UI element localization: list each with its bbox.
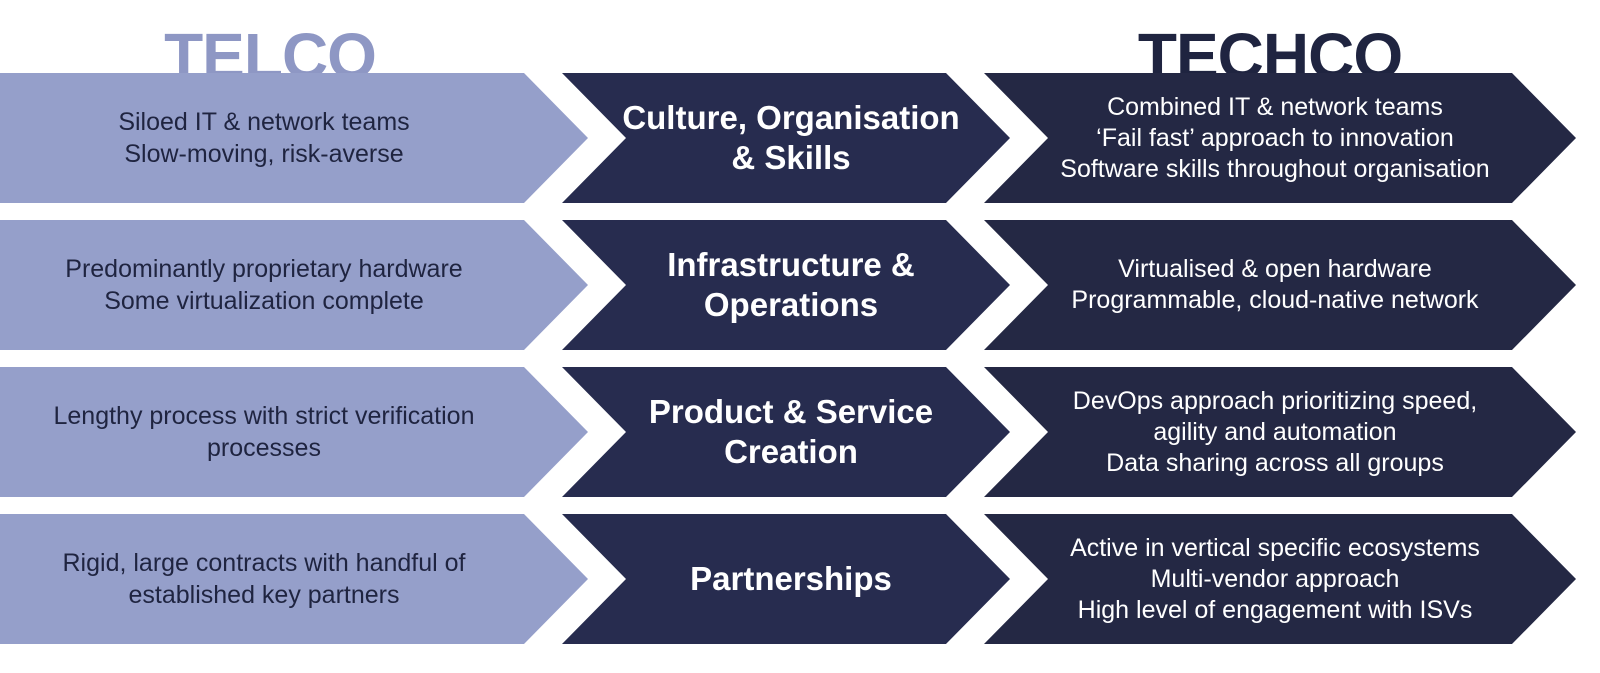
telco-line: Lengthy process with strict verification — [53, 402, 475, 430]
category-line: Product & Service — [648, 393, 934, 430]
telco-description: Lengthy process with strict verification… — [53, 400, 474, 464]
telco-line: Siloed IT & network teams — [118, 108, 410, 136]
techco-description: DevOps approach prioritizing speed, agil… — [1073, 386, 1477, 479]
telco-line: Predominantly proprietary hardware — [65, 255, 463, 283]
category-line: Culture, Organisation — [622, 99, 960, 136]
row-infrastructure: Predominantly proprietary hardware Some … — [0, 220, 1600, 350]
telco-line: Slow-moving, risk-averse — [124, 140, 404, 168]
category-chevron: Infrastructure & Operations — [562, 220, 1010, 350]
telco-line: Some virtualization complete — [104, 287, 424, 315]
category-chevron: Product & Service Creation — [562, 367, 1010, 497]
telco-description: Rigid, large contracts with handful of e… — [63, 547, 466, 611]
techco-line: Software skills throughout organisation — [1060, 154, 1490, 183]
techco-chevron: Virtualised & open hardware Programmable… — [984, 220, 1576, 350]
techco-line: Data sharing across all groups — [1106, 448, 1444, 477]
telco-description: Predominantly proprietary hardware Some … — [65, 253, 462, 317]
telco-chevron: Predominantly proprietary hardware Some … — [0, 220, 588, 350]
category-label: Partnerships — [690, 559, 892, 599]
techco-chevron: DevOps approach prioritizing speed, agil… — [984, 367, 1576, 497]
techco-chevron: Combined IT & network teams ‘Fail fast’ … — [984, 73, 1576, 203]
row-product: Lengthy process with strict verification… — [0, 367, 1600, 497]
techco-line: DevOps approach prioritizing speed, — [1072, 386, 1478, 415]
telco-line: Rigid, large contracts with handful of — [62, 549, 466, 577]
techco-description: Combined IT & network teams ‘Fail fast’ … — [1060, 92, 1489, 185]
category-chevron: Partnerships — [562, 514, 1010, 644]
category-line: Creation — [724, 433, 858, 470]
techco-chevron: Active in vertical specific ecosystems M… — [984, 514, 1576, 644]
telco-chevron: Rigid, large contracts with handful of e… — [0, 514, 588, 644]
category-chevron: Culture, Organisation & Skills — [562, 73, 1010, 203]
techco-line: Multi-vendor approach — [1150, 564, 1400, 593]
telco-description: Siloed IT & network teams Slow-moving, r… — [118, 106, 409, 170]
telco-line: processes — [207, 434, 321, 462]
category-line: Infrastructure & — [667, 246, 915, 283]
techco-line: High level of engagement with ISVs — [1077, 595, 1473, 624]
category-label: Culture, Organisation & Skills — [622, 98, 959, 178]
category-label: Infrastructure & Operations — [667, 245, 915, 325]
category-label: Product & Service Creation — [649, 392, 933, 472]
techco-line: agility and automation — [1153, 417, 1397, 446]
row-culture: Siloed IT & network teams Slow-moving, r… — [0, 73, 1600, 203]
category-line: Partnerships — [690, 560, 892, 597]
category-line: Operations — [703, 286, 879, 323]
techco-line: Active in vertical specific ecosystems — [1070, 533, 1480, 562]
techco-line: Combined IT & network teams — [1107, 92, 1443, 121]
techco-line: Programmable, cloud-native network — [1071, 286, 1479, 314]
telco-chevron: Siloed IT & network teams Slow-moving, r… — [0, 73, 588, 203]
techco-description: Virtualised & open hardware Programmable… — [1071, 254, 1478, 316]
row-partnerships: Rigid, large contracts with handful of e… — [0, 514, 1600, 644]
techco-line: Virtualised & open hardware — [1118, 255, 1432, 283]
category-line: & Skills — [731, 139, 851, 176]
techco-description: Active in vertical specific ecosystems M… — [1070, 533, 1480, 626]
telco-chevron: Lengthy process with strict verification… — [0, 367, 588, 497]
techco-line: ‘Fail fast’ approach to innovation — [1096, 123, 1454, 152]
telco-line: established key partners — [128, 581, 400, 609]
